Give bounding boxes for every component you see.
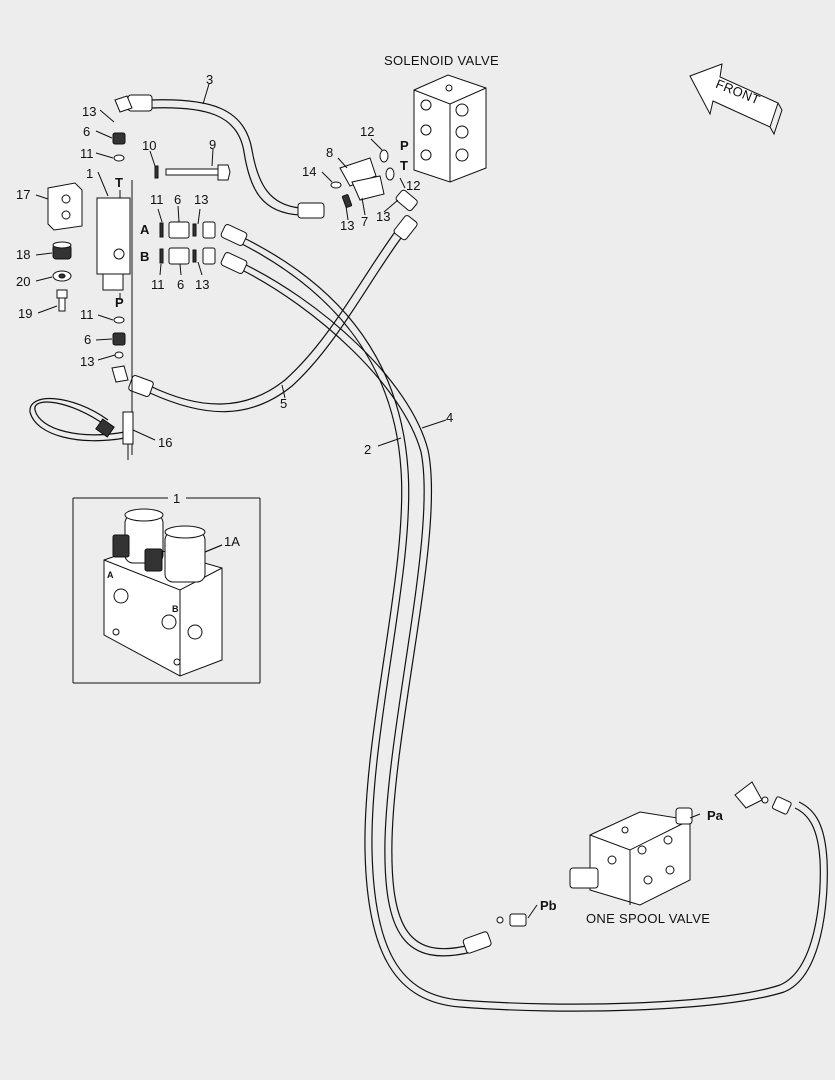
port-pb-label: Pb: [540, 898, 557, 913]
callout-6-p: 6: [84, 332, 91, 347]
solenoid-valve-body: [413, 74, 487, 183]
hose-4-fitting: [462, 931, 492, 954]
callout-12-upper: 12: [360, 124, 374, 139]
callout-18: 18: [16, 247, 30, 262]
callout-6-a: 6: [174, 192, 181, 207]
adapter-6-b: [168, 247, 190, 265]
detail-port-a-label: A: [107, 570, 114, 580]
pb-adapter: [509, 913, 527, 927]
fitting-13-b: [202, 247, 216, 265]
pa-elbow: [734, 781, 763, 809]
wiring-harness-16: [29, 397, 134, 460]
adapter-6-a: [168, 221, 190, 239]
callout-13-p: 13: [80, 354, 94, 369]
callout-16: 16: [158, 435, 172, 450]
oring-11-p: [113, 316, 125, 324]
elbow-13-p: [111, 365, 129, 383]
washer-10: [154, 165, 159, 179]
callout-6-b: 6: [177, 277, 184, 292]
bolt-9: [165, 164, 231, 181]
washer-20-hole: [58, 273, 66, 279]
callout-13-b: 13: [195, 277, 209, 292]
callout-11-a: 11: [150, 192, 164, 207]
pb-oring: [496, 916, 504, 924]
oring-13-p: [114, 351, 124, 359]
hose-5-fitting-upper: [393, 215, 418, 241]
hose-5-fitting-lower: [128, 375, 154, 397]
fitting-13-a: [202, 221, 216, 239]
callout-11-b: 11: [151, 277, 165, 292]
oring-11-b: [159, 248, 164, 264]
callout-12-lower: 12: [406, 178, 420, 193]
oring-13-b: [192, 249, 197, 263]
callout-13-upper: 13: [82, 104, 96, 119]
port-pa-label: Pa: [707, 808, 724, 823]
oring-14: [330, 181, 342, 189]
oring-13-sol: [341, 194, 353, 208]
detail-port-b-label: B: [172, 604, 179, 614]
elbow-13-upper: [114, 95, 133, 113]
hose-3-fitting-lower: [297, 202, 325, 219]
port-t-label: T: [115, 175, 123, 190]
callout-8: 8: [326, 145, 333, 160]
oring-12-t: [385, 167, 395, 181]
front-arrow-icon: FRONT: [689, 63, 783, 136]
main-valve-block: [96, 180, 133, 455]
callout-19: 19: [18, 306, 32, 321]
callout-9: 9: [209, 137, 216, 152]
bolt-19: [56, 289, 68, 312]
pivot-18: [52, 241, 72, 260]
callout-7: 7: [361, 214, 368, 229]
callout-4: 4: [446, 410, 453, 425]
one-spool-valve-caption: ONE SPOOL VALVE: [586, 911, 710, 926]
oring-13-a: [192, 223, 197, 237]
callout-11-upper: 11: [80, 146, 94, 161]
callout-1: 1: [86, 166, 93, 181]
adapter-6-p: [112, 332, 126, 346]
oring-11-upper: [113, 154, 125, 162]
callout-13-a: 13: [194, 192, 208, 207]
hose-3: [127, 94, 325, 219]
callout-20: 20: [16, 274, 30, 289]
port-p-label: P: [115, 295, 124, 310]
hose-5: [128, 215, 418, 413]
bracket-17: [47, 182, 83, 231]
oring-11-a: [159, 222, 164, 238]
one-spool-valve-body: [569, 807, 693, 906]
callout-11-p: 11: [80, 307, 94, 322]
sol-port-p-label: P: [400, 138, 409, 153]
hose-2-fitting-upper: [220, 224, 248, 246]
callout-5: 5: [280, 396, 287, 411]
port-a-label: A: [140, 222, 150, 237]
callout-13-sol-right: 13: [376, 209, 390, 224]
hose-4-fitting-upper: [220, 252, 248, 274]
hose-4: [239, 261, 492, 957]
oring-12-p: [379, 149, 389, 163]
pa-oring: [761, 796, 769, 804]
hose-2: [239, 235, 828, 1012]
detail-callout-1a: 1A: [224, 534, 240, 549]
callout-10: 10: [142, 138, 156, 153]
elbow-7: [351, 175, 385, 201]
callout-3: 3: [206, 72, 213, 87]
sol-port-t-label: T: [400, 158, 408, 173]
callout-13-sol-left: 13: [340, 218, 354, 233]
adapter-6-upper: [112, 132, 126, 145]
detail-callout-1: 1: [173, 491, 180, 506]
callout-6-upper: 6: [83, 124, 90, 139]
leader-lines: [35, 83, 701, 919]
solenoid-valve-caption: SOLENOID VALVE: [384, 53, 499, 68]
callout-14: 14: [302, 164, 316, 179]
callout-2: 2: [364, 442, 371, 457]
callout-17: 17: [16, 187, 30, 202]
detail-inset: [72, 497, 261, 684]
port-b-label: B: [140, 249, 149, 264]
fitting-13-sol: [395, 189, 418, 212]
pa-adapter: [771, 796, 792, 815]
